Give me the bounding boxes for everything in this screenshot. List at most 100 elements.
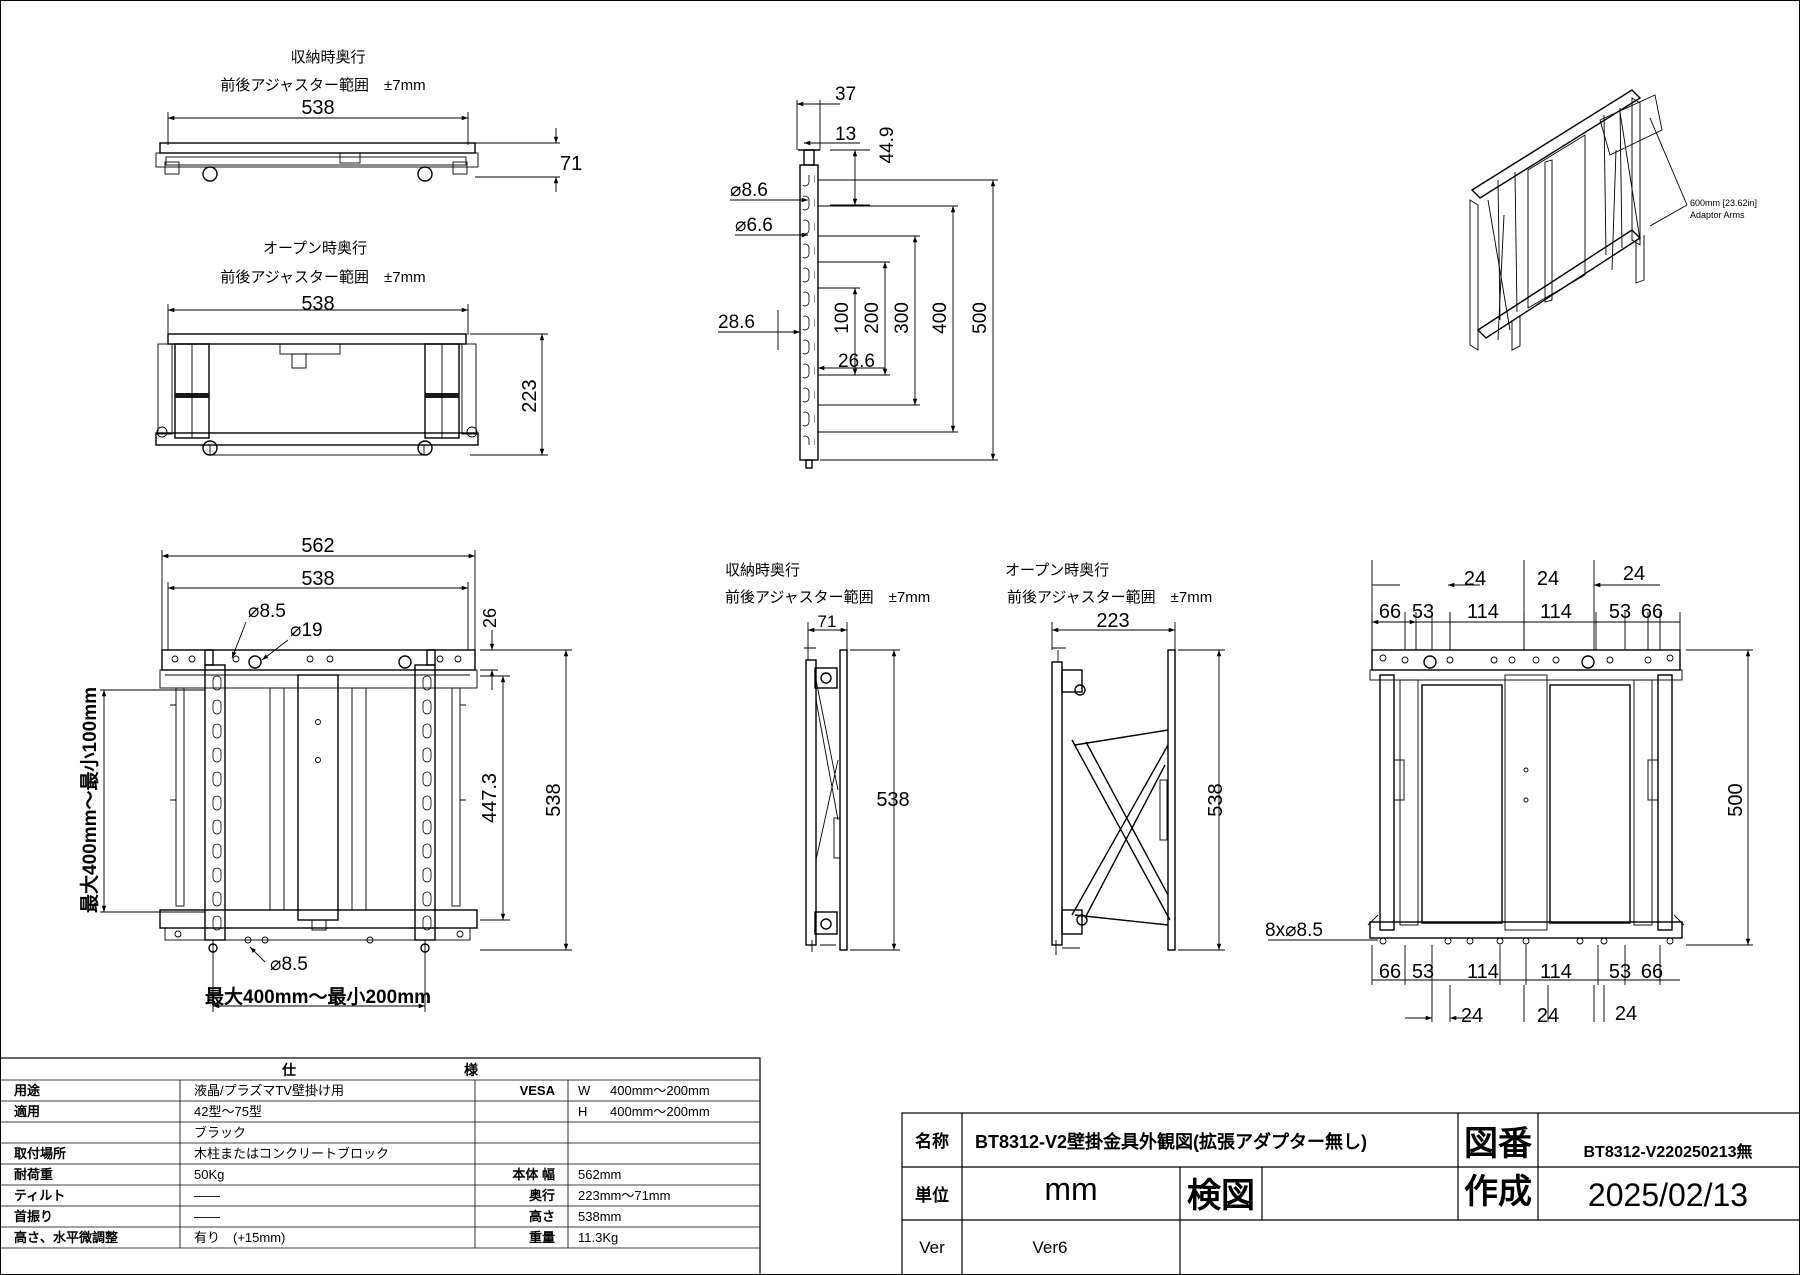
dim-114-left: 114 bbox=[1467, 601, 1499, 623]
dim-dia-8-6: ⌀8.6 bbox=[730, 180, 768, 201]
dim-depth: 71 bbox=[560, 153, 582, 175]
spec-value: 42型～75型 bbox=[194, 1104, 262, 1119]
dim-depth: 71 bbox=[818, 612, 837, 631]
spec-label: ティルト bbox=[14, 1188, 65, 1203]
drawing-name: BT8312-V2壁掛金具外観図(拡張アダプター無し) bbox=[975, 1131, 1367, 1152]
dim-24-b: 24 bbox=[1537, 568, 1559, 590]
dim-66-left: 66 bbox=[1379, 601, 1401, 623]
dim-562: 562 bbox=[301, 535, 334, 557]
dim-114-right-bottom: 114 bbox=[1540, 961, 1572, 983]
top-view-stored: 収納時奥行 前後アジャスター範囲 ±7mm 538 71 bbox=[155, 49, 582, 192]
spec-value: 50Kg bbox=[194, 1167, 224, 1182]
dim-447-3: 447.3 bbox=[479, 773, 501, 823]
dim-24-c: 24 bbox=[1623, 563, 1645, 585]
spec-value-1: 538mm bbox=[578, 1209, 621, 1224]
dim-13: 13 bbox=[835, 124, 856, 145]
view-subtitle: 前後アジャスター範囲 ±7mm bbox=[725, 588, 930, 606]
dim-28-6: 28.6 bbox=[718, 312, 755, 333]
dim-300: 300 bbox=[892, 302, 913, 334]
dim-26: 26 bbox=[480, 608, 500, 628]
dim-24-bottom-c: 24 bbox=[1615, 1003, 1637, 1025]
spec-label: 用途 bbox=[13, 1083, 41, 1098]
dim-26-6: 26.6 bbox=[838, 351, 875, 372]
spec-value-1: 223mm～71mm bbox=[578, 1188, 670, 1203]
created-label: 作成 bbox=[1464, 1173, 1532, 1211]
ver-label: Ver bbox=[919, 1238, 945, 1257]
dim-height: 538 bbox=[1205, 783, 1227, 816]
spec-label: 取付場所 bbox=[14, 1146, 66, 1161]
rear-view: 24 24 24 66 53 114 114 53 66 bbox=[1265, 560, 1753, 1027]
dim-vesa-vertical: 最大400mm～最小100mm bbox=[78, 687, 101, 913]
spec-value-1: W bbox=[578, 1083, 591, 1098]
spec-key: 本体 幅 bbox=[512, 1167, 555, 1182]
dim-dia-19: ⌀19 bbox=[290, 620, 323, 641]
side-view-open: オープン時奥行 前後アジャスター範囲 ±7mm 223 538 bbox=[1005, 562, 1227, 955]
dim-24-bottom-a: 24 bbox=[1461, 1005, 1483, 1027]
dim-dia-8-5-bottom: ⌀8.5 bbox=[270, 954, 308, 975]
spec-value: 液晶/プラズマTV壁掛け用 bbox=[194, 1083, 344, 1098]
dim-dia-6-6: ⌀6.6 bbox=[735, 215, 773, 236]
spec-value: ブラック bbox=[194, 1125, 246, 1140]
dim-500: 500 bbox=[970, 302, 991, 334]
name-label: 名称 bbox=[915, 1131, 949, 1151]
spec-label: 高さ、水平微調整 bbox=[14, 1230, 119, 1245]
unit-value: mm bbox=[1044, 1171, 1097, 1207]
view-subtitle: 前後アジャスター範囲 ±7mm bbox=[220, 76, 425, 94]
drawing-number-label: 図番 bbox=[1464, 1125, 1533, 1163]
spec-value-1: 562mm bbox=[578, 1167, 621, 1182]
dim-44-9: 44.9 bbox=[877, 127, 898, 164]
title-block: 名称 BT8312-V2壁掛金具外観図(拡張アダプター無し) 図番 BT8312… bbox=[901, 1112, 1800, 1275]
spec-header: 仕 様 bbox=[281, 1062, 479, 1078]
spec-value: 木柱またはコンクリートブロック bbox=[194, 1146, 389, 1161]
unit-label: 単位 bbox=[915, 1185, 949, 1205]
view-subtitle: 前後アジャスター範囲 ±7mm bbox=[220, 268, 425, 286]
rail-slots bbox=[803, 175, 815, 445]
dim-53-right-bottom: 53 bbox=[1609, 961, 1631, 983]
view-subtitle: 前後アジャスター範囲 ±7mm bbox=[1007, 588, 1212, 606]
front-main-view: 562 538 ⌀8.5 ⌀19 bbox=[78, 535, 572, 1012]
dim-holes: 8x⌀8.5 bbox=[1265, 920, 1323, 941]
dim-53-left-bottom: 53 bbox=[1412, 961, 1434, 983]
spec-value: —— bbox=[194, 1209, 220, 1224]
spec-value: —— bbox=[194, 1188, 220, 1203]
created-date: 2025/02/13 bbox=[1588, 1177, 1748, 1213]
check-label: 検図 bbox=[1187, 1177, 1255, 1215]
drawing-number: BT8312-V220250213無 bbox=[1583, 1142, 1752, 1161]
spec-value: 有り (+15mm) bbox=[194, 1230, 285, 1245]
spec-value-1: H bbox=[578, 1104, 587, 1119]
dim-depth: 223 bbox=[1096, 610, 1129, 632]
spec-key: 高さ bbox=[529, 1209, 555, 1224]
spec-key: VESA bbox=[520, 1083, 556, 1098]
dim-114-right: 114 bbox=[1540, 601, 1572, 623]
spec-label: 首振り bbox=[14, 1209, 53, 1224]
dim-37: 37 bbox=[835, 84, 856, 105]
spec-rows: 用途 液晶/プラズマTV壁掛け用 VESA W 400mm～200mm 適用 42型～75型… bbox=[13, 1083, 710, 1245]
dim-53-right: 53 bbox=[1609, 601, 1631, 623]
dim-66-right: 66 bbox=[1641, 601, 1663, 623]
spec-table: 仕 様 用途 液晶/プラズマTV壁掛け用 VESA W 400mm～200mm 適用 42型… bbox=[0, 1057, 761, 1275]
dim-depth: 223 bbox=[519, 379, 541, 412]
spec-value-1: 11.3Kg bbox=[578, 1230, 618, 1245]
dim-66-right-bottom: 66 bbox=[1641, 961, 1663, 983]
dim-500: 500 bbox=[1725, 783, 1747, 816]
dim-dia-8-5-top: ⌀8.5 bbox=[248, 601, 286, 622]
ver-value: Ver6 bbox=[1033, 1238, 1068, 1257]
spec-label: 適用 bbox=[14, 1104, 40, 1119]
dim-400: 400 bbox=[930, 302, 951, 334]
spec-value-2: 400mm～200mm bbox=[610, 1104, 710, 1119]
dim-538-width: 538 bbox=[301, 568, 334, 590]
spec-key: 重量 bbox=[529, 1230, 555, 1245]
spec-key: 奥行 bbox=[529, 1188, 555, 1203]
isometric-view: 600mm [23.62in] Adaptor Arms bbox=[1469, 89, 1757, 351]
rail-detail: 37 13 44.9 ⌀8.6 ⌀6.6 28.6 26.6 100 200 3… bbox=[718, 84, 998, 469]
side-view-stored: 収納時奥行 前後アジャスター範囲 ±7mm 71 538 bbox=[725, 562, 930, 952]
dim-24-bottom-b: 24 bbox=[1537, 1005, 1559, 1027]
dim-width: 538 bbox=[301, 293, 334, 315]
dim-vesa-horizontal: 最大400mm～最小200mm bbox=[205, 985, 431, 1008]
dim-24-a: 24 bbox=[1464, 568, 1486, 590]
spec-label: 耐荷重 bbox=[14, 1167, 53, 1182]
view-title: オープン時奥行 bbox=[263, 240, 367, 257]
iso-note-line-2: Adaptor Arms bbox=[1690, 210, 1745, 220]
dim-538-height: 538 bbox=[543, 783, 565, 816]
